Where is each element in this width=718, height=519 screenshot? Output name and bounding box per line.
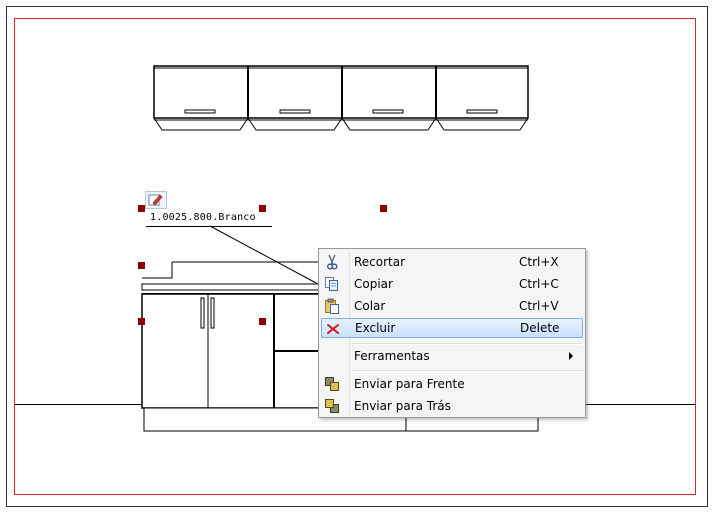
- selection-handle-bottom-left[interactable]: [138, 318, 145, 325]
- scissors-icon: [324, 254, 340, 270]
- upper-cabinet-group[interactable]: [153, 65, 529, 131]
- menu-item-shortcut: Delete: [520, 321, 560, 335]
- item-label[interactable]: 1.0025.800.Branco: [150, 212, 256, 223]
- selection-handle-top-right[interactable]: [380, 205, 387, 212]
- context-menu: Recortar Ctrl+X Copiar Ctrl+C Colar Ctrl…: [318, 248, 586, 418]
- selection-handle-top-mid[interactable]: [259, 205, 266, 212]
- copy-icon: [324, 276, 340, 292]
- edit-label-icon[interactable]: [145, 191, 167, 209]
- menu-item-label: Ferramentas: [354, 349, 430, 363]
- lower-cabinet-group[interactable]: [141, 261, 539, 432]
- submenu-arrow-icon: [569, 352, 573, 360]
- selection-handle-mid-left[interactable]: [138, 262, 145, 269]
- paste-icon: [324, 298, 340, 314]
- menu-item-enviar-para-tras[interactable]: Enviar para Trás: [321, 396, 583, 416]
- menu-separator: [352, 343, 583, 345]
- menu-item-label: Copiar: [354, 277, 393, 291]
- menu-item-shortcut: Ctrl+X: [519, 255, 559, 269]
- menu-item-shortcut: Ctrl+V: [519, 299, 559, 313]
- menu-item-label: Enviar para Frente: [354, 377, 465, 391]
- menu-item-label: Colar: [354, 299, 386, 313]
- menu-item-recortar[interactable]: Recortar Ctrl+X: [321, 252, 583, 272]
- menu-item-excluir[interactable]: Excluir Delete: [321, 318, 583, 338]
- send-to-back-icon: [324, 398, 340, 414]
- menu-item-label: Enviar para Trás: [354, 399, 451, 413]
- menu-item-copiar[interactable]: Copiar Ctrl+C: [321, 274, 583, 294]
- menu-item-label: Recortar: [354, 255, 406, 269]
- menu-item-label: Excluir: [355, 321, 396, 335]
- selection-handle-top-left[interactable]: [138, 205, 145, 212]
- bring-to-front-icon: [324, 376, 340, 392]
- delete-x-icon: [325, 321, 341, 337]
- menu-item-colar[interactable]: Colar Ctrl+V: [321, 296, 583, 316]
- selection-handle-bottom-mid[interactable]: [259, 318, 266, 325]
- menu-item-enviar-para-frente[interactable]: Enviar para Frente: [321, 374, 583, 394]
- outer-frame: [6, 6, 708, 507]
- page-boundary: [14, 18, 696, 495]
- label-leader-line: [209, 225, 319, 285]
- menu-item-ferramentas[interactable]: Ferramentas: [321, 346, 583, 366]
- menu-separator: [352, 370, 583, 372]
- menu-item-shortcut: Ctrl+C: [519, 277, 559, 291]
